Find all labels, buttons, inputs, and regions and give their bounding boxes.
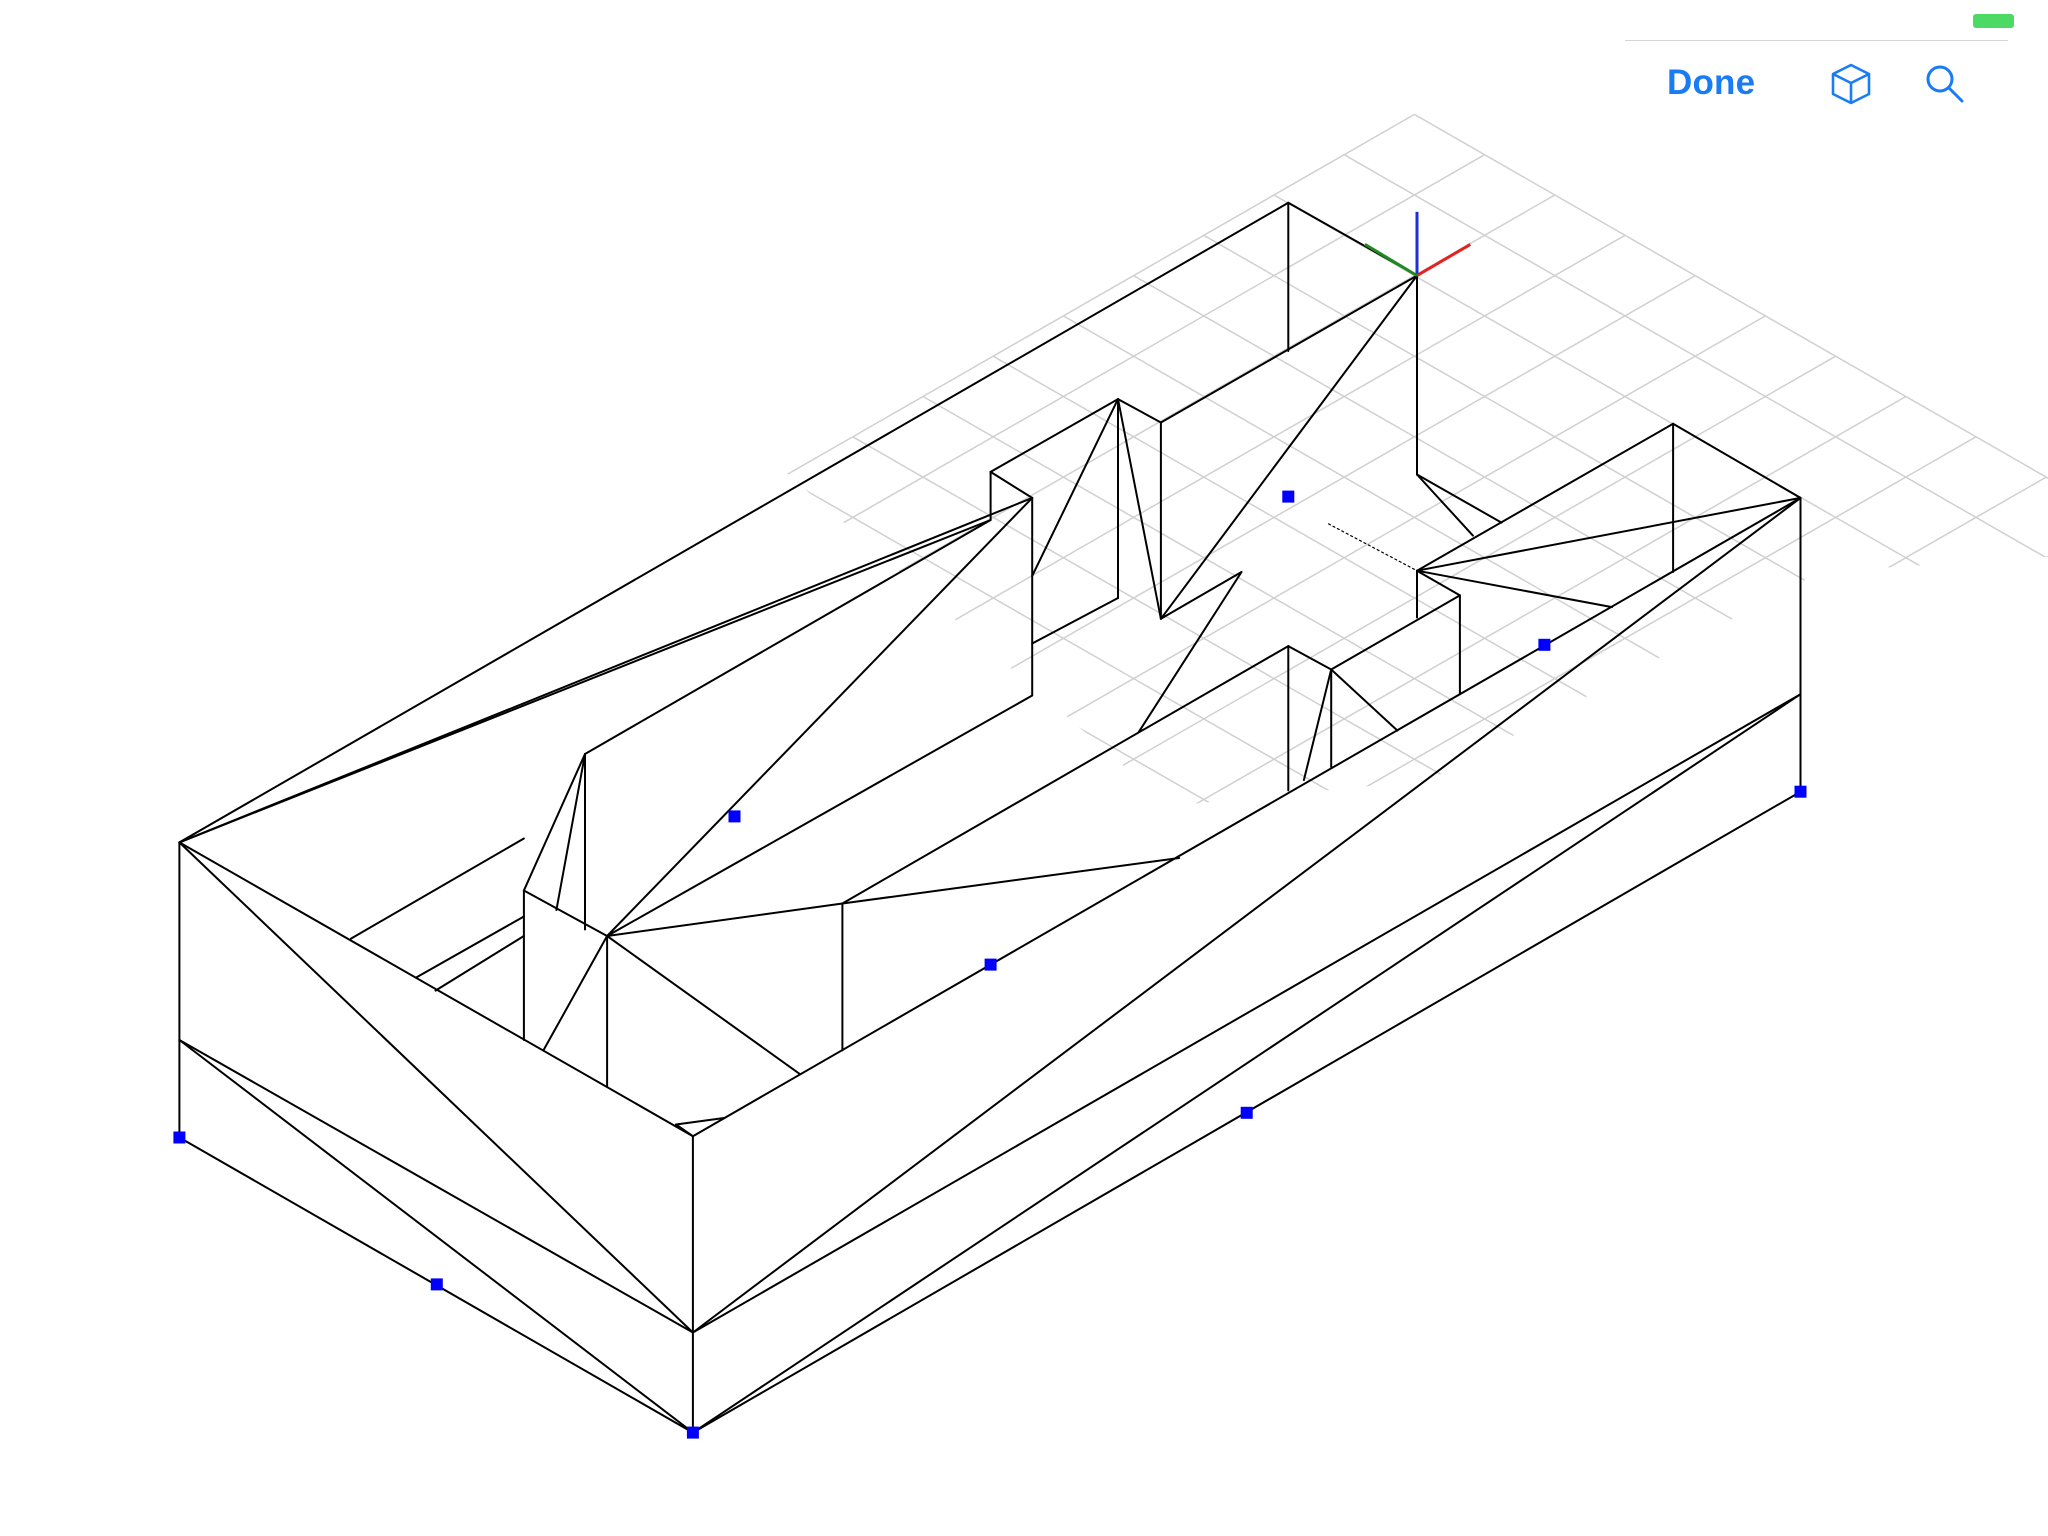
grid-line [1343, 637, 2048, 806]
model-edge[interactable] [1416, 473, 1474, 537]
magnifier-icon[interactable] [1920, 59, 1970, 109]
model-edge[interactable] [1302, 668, 1333, 781]
model-edge[interactable] [691, 693, 1802, 1434]
grid-line [1133, 516, 2048, 806]
selection-handles[interactable] [173, 490, 1807, 1439]
model-edge[interactable] [1416, 569, 1461, 597]
model-edge[interactable] [1159, 274, 1418, 424]
model-edge[interactable] [555, 753, 586, 911]
vertex-handle[interactable] [686, 1426, 699, 1439]
model-edge[interactable] [691, 693, 1802, 1334]
model-edge[interactable] [1031, 597, 1119, 645]
vertex-handle[interactable] [430, 1278, 443, 1291]
model-edge[interactable] [691, 496, 1802, 1138]
model-edge[interactable] [522, 753, 586, 892]
vertex-handle[interactable] [1282, 490, 1295, 503]
model-edge[interactable] [178, 841, 694, 1334]
model-edge[interactable] [1416, 473, 1503, 524]
model-edge[interactable] [841, 645, 1290, 905]
grid-line [782, 476, 1766, 806]
grid-line [1414, 113, 2048, 680]
model-edge[interactable] [691, 496, 1802, 1334]
model-edge[interactable] [675, 1123, 694, 1138]
vertex-handle[interactable] [1240, 1106, 1253, 1119]
model-edge[interactable] [542, 935, 609, 1052]
vertex-handle[interactable] [984, 958, 997, 971]
model-edge[interactable] [415, 915, 525, 979]
model-edge[interactable] [434, 935, 525, 992]
model-edge[interactable] [1137, 571, 1243, 733]
model-edge[interactable] [1159, 571, 1243, 620]
axis-gizmo [1364, 211, 1472, 277]
model-edge[interactable] [1330, 668, 1399, 732]
model-edge[interactable] [841, 857, 1181, 905]
model-edge[interactable] [1117, 398, 1162, 620]
vertex-handle[interactable] [1538, 638, 1551, 651]
model-edge[interactable] [606, 694, 1034, 937]
model-edge[interactable] [1416, 569, 1613, 609]
model-wireframe[interactable] [178, 201, 1802, 1434]
model-edge[interactable] [178, 519, 992, 844]
model-edge[interactable] [1287, 645, 1333, 671]
model-edge[interactable] [606, 902, 844, 937]
model-edge[interactable] [1672, 422, 1802, 499]
model-edge[interactable] [1031, 398, 1119, 577]
model-edge[interactable] [606, 496, 1034, 937]
grid-line [1343, 154, 2048, 720]
vertex-handle[interactable] [1794, 785, 1807, 798]
hidden-edge [1327, 523, 1418, 572]
grid-line [852, 436, 1836, 806]
axis-x [1416, 243, 1472, 277]
model-edge[interactable] [178, 1039, 694, 1334]
model-edge[interactable] [675, 1117, 726, 1126]
model-edge[interactable] [1330, 594, 1461, 671]
battery-icon [1973, 14, 2014, 28]
vertex-handle[interactable] [728, 810, 741, 823]
model-edge[interactable] [606, 935, 801, 1075]
grid-line [922, 395, 1907, 806]
model-edge[interactable] [584, 519, 992, 755]
grid-line [1273, 194, 2048, 760]
cube-icon[interactable] [1826, 59, 1876, 109]
vertex-handle[interactable] [173, 1131, 186, 1144]
model-edge[interactable] [178, 1039, 694, 1434]
model-edge[interactable] [1117, 398, 1162, 424]
model-edge[interactable] [1159, 274, 1418, 620]
grid-line [992, 355, 1977, 806]
axis-y [1364, 243, 1418, 277]
model-edge[interactable] [178, 201, 1290, 844]
top-toolbar: Done [1625, 40, 2008, 129]
model-edge[interactable] [989, 470, 1034, 499]
model-edge[interactable] [350, 837, 525, 940]
model-edge[interactable] [1416, 422, 1675, 572]
model-edge[interactable] [1416, 496, 1802, 572]
done-button[interactable]: Done [1667, 63, 1756, 102]
grid-line [1273, 597, 2048, 806]
ground-grid [559, 113, 2048, 806]
model-edge[interactable] [522, 889, 609, 937]
model-edge[interactable] [989, 398, 1119, 473]
grid-line [1203, 557, 2048, 806]
